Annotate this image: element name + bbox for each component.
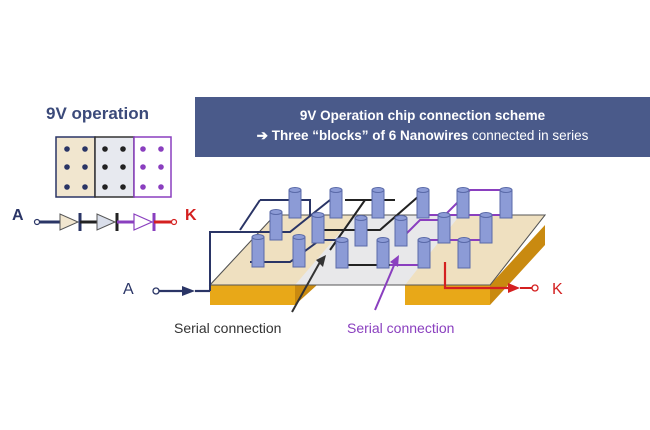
nanowire — [417, 237, 431, 269]
cathode-label-small: K — [185, 207, 197, 224]
arrow-icon: ➔ — [256, 128, 268, 143]
block-2-dots — [102, 146, 126, 190]
nanowires — [251, 187, 513, 269]
operation-title: 9V operation — [46, 104, 149, 123]
nanowire — [416, 187, 430, 219]
nanowire — [311, 212, 325, 244]
diode-1 — [59, 213, 80, 231]
nanowire — [499, 187, 513, 219]
banner-line-2: ➔ Three “blocks” of 6 Nanowires connecte… — [256, 128, 589, 143]
block-2 — [94, 136, 135, 198]
nanowire — [437, 212, 451, 244]
anode-label: A — [123, 281, 134, 298]
callout-label-black: Serial connection — [174, 320, 281, 336]
diode-chain: A K — [12, 207, 197, 231]
nanowire — [292, 234, 306, 268]
nanowire — [376, 237, 390, 269]
nanowire — [371, 187, 385, 219]
nanowire — [394, 215, 408, 247]
wires — [152, 189, 539, 296]
cathode-label: K — [552, 281, 563, 298]
nanowire — [335, 237, 349, 269]
anode-label-small: A — [12, 207, 24, 224]
diode-3 — [133, 213, 154, 231]
callout-arrows — [291, 255, 399, 313]
block-1-dots — [64, 146, 88, 190]
callout-label-purple: Serial connection — [347, 320, 454, 336]
nanowire — [251, 234, 265, 268]
nanowire — [479, 212, 493, 244]
scheme-banner: 9V Operation chip connection scheme ➔ Th… — [195, 97, 650, 157]
nanowire — [269, 209, 283, 241]
nanowire — [288, 187, 302, 219]
block-3-dots — [140, 146, 164, 190]
nanowire — [457, 237, 471, 269]
block-1 — [55, 136, 96, 198]
arrow-black — [316, 255, 326, 267]
banner-line-1: 9V Operation chip connection scheme — [299, 108, 546, 123]
arrow-purple — [390, 255, 399, 267]
diode-2 — [96, 213, 117, 231]
block-grid — [55, 136, 172, 198]
nanowire — [456, 187, 470, 219]
nanowire — [354, 215, 368, 247]
block-3 — [133, 136, 172, 198]
nanowire — [329, 187, 343, 219]
